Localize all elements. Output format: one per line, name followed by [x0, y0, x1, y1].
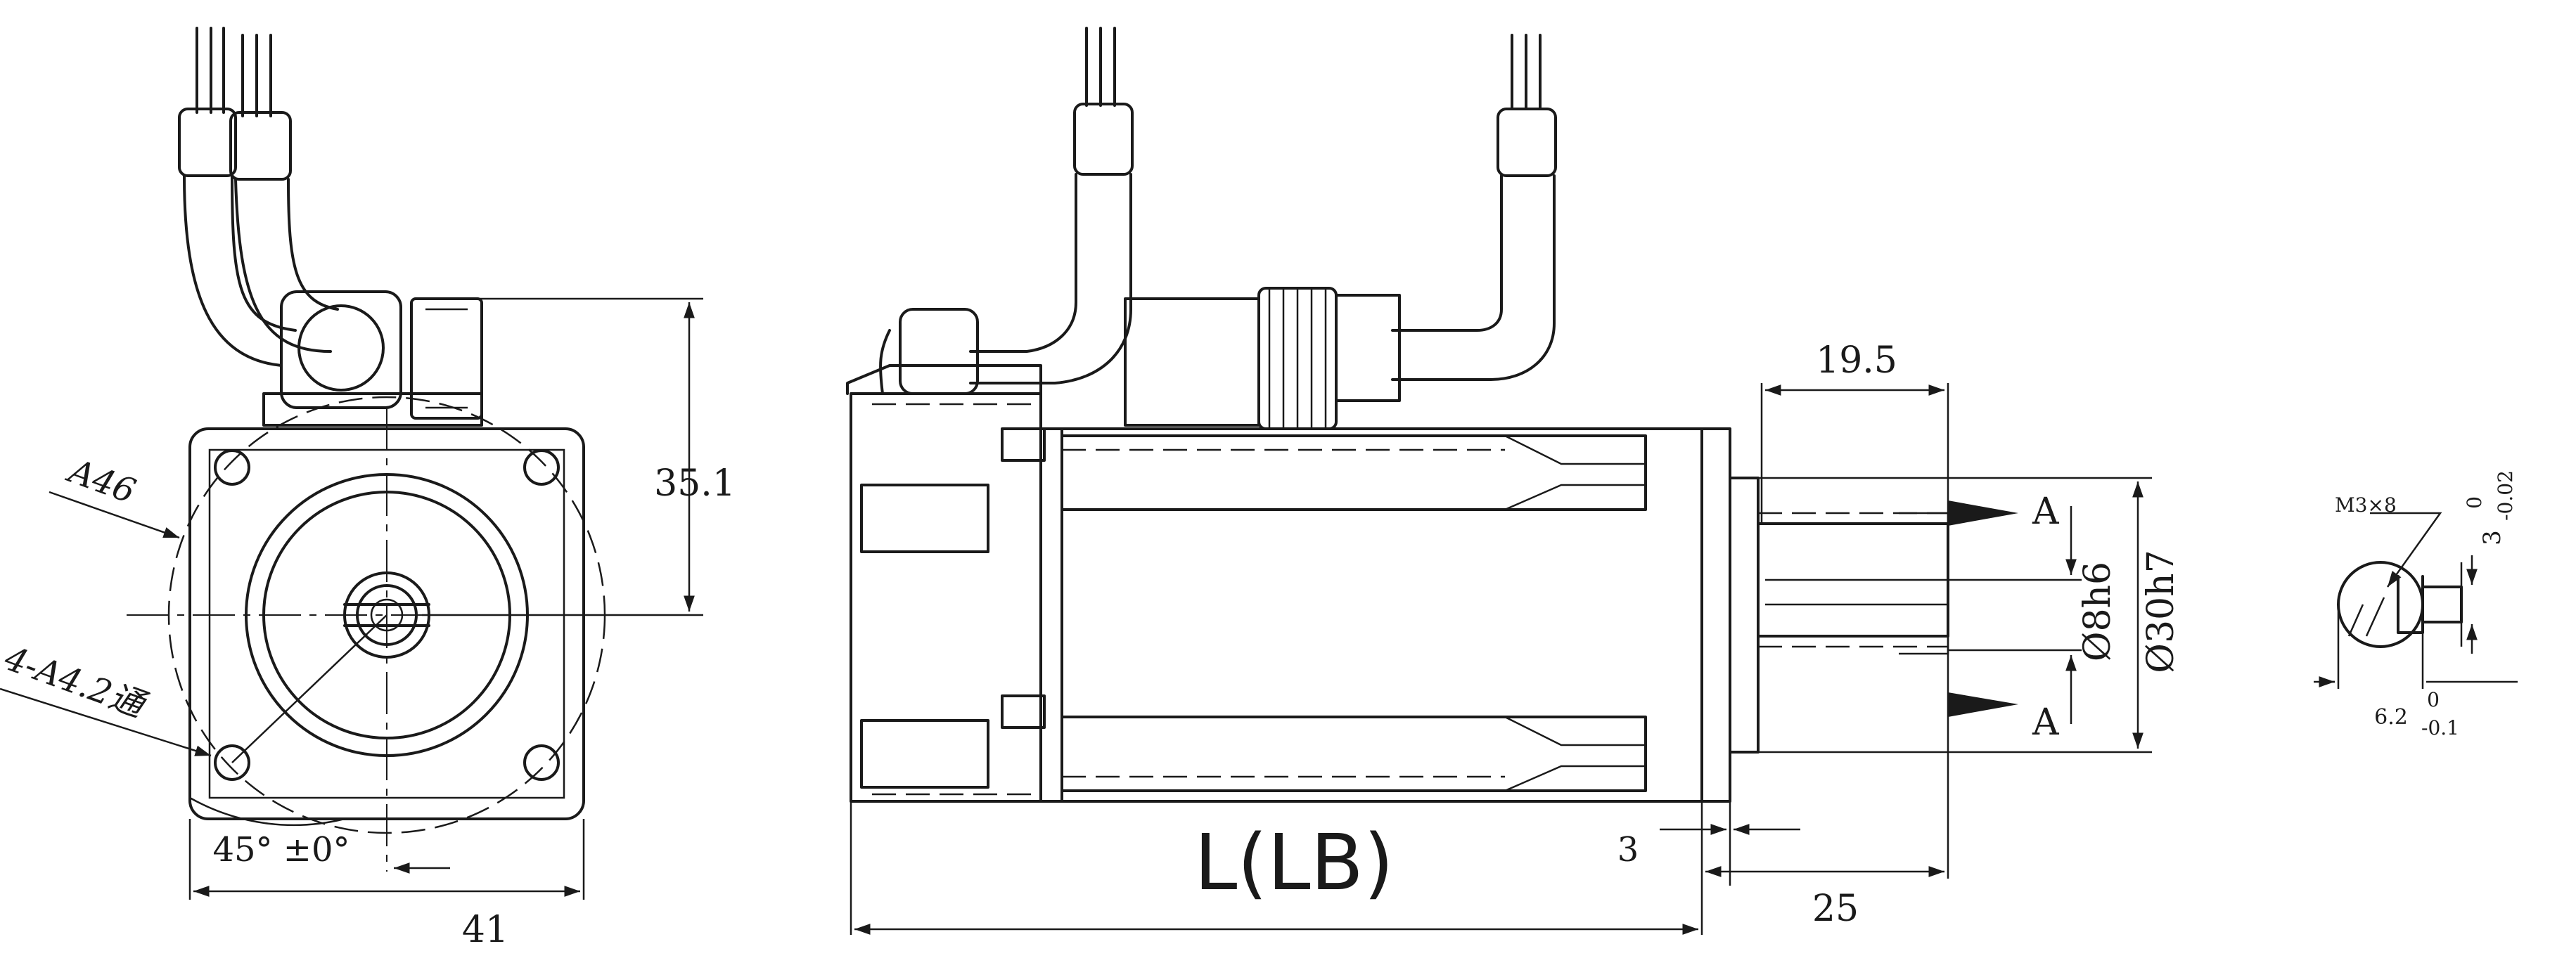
dim-shaft-text: Ø8h6 [2077, 562, 2119, 661]
dim-key-main: 3 [2478, 530, 2506, 545]
front-flange-inner [208, 448, 565, 799]
dim-height-text: 35.1 [654, 463, 736, 505]
mount-hole-tr [523, 449, 560, 486]
section-a-top: A [2032, 491, 2060, 533]
dim-key-tol-lower: -0.02 [2494, 470, 2517, 521]
dim-key-tol-upper: 0 [2463, 496, 2486, 509]
dim-depth-tol-upper: 0 [2427, 688, 2440, 711]
dim-width-text: 41 [462, 909, 508, 951]
dim-depth-tol-lower: -0.1 [2421, 716, 2459, 739]
mount-hole-br [523, 744, 560, 781]
label-angle: 45° ±0° [212, 830, 350, 869]
label-screw: M3×8 [2335, 493, 2397, 517]
label-bolt-circle: A46 [61, 451, 141, 512]
pilot-boss [1729, 477, 1760, 754]
front-view-cables [178, 27, 483, 427]
side-flange [1700, 427, 1731, 803]
dim-pilot-text: Ø30h7 [2140, 550, 2182, 673]
dim-shaft-length-text: 25 [1812, 888, 1859, 930]
side-view-cables [846, 27, 1557, 430]
front-view: 35.1 41 A46 4-A4.2通 45° ±0° [0, 27, 736, 951]
dim-depth-main: 6.2 [2374, 705, 2408, 730]
dim-flange-text: 3 [1617, 830, 1639, 869]
body-rib-top [1060, 434, 1647, 511]
mount-hole-bl [214, 744, 250, 781]
encoder-slot-top [860, 484, 989, 553]
encoder-cover [850, 392, 1042, 803]
dim-keyway-text: 19.5 [1816, 340, 1897, 382]
mount-hole-tl [214, 449, 250, 486]
dim-length-text: L(LB) [1194, 817, 1394, 907]
section-a-bottom: A [2032, 701, 2060, 744]
side-view: A A Ø8h6 Ø30h7 19.5 L(LB) 3 25 [846, 27, 2182, 935]
encoder-slot-bottom [860, 719, 989, 789]
body-rib-bottom [1060, 716, 1647, 792]
section-view: M3×8 3 0 -0.02 6.2 0 -0.1 [2314, 470, 2518, 739]
